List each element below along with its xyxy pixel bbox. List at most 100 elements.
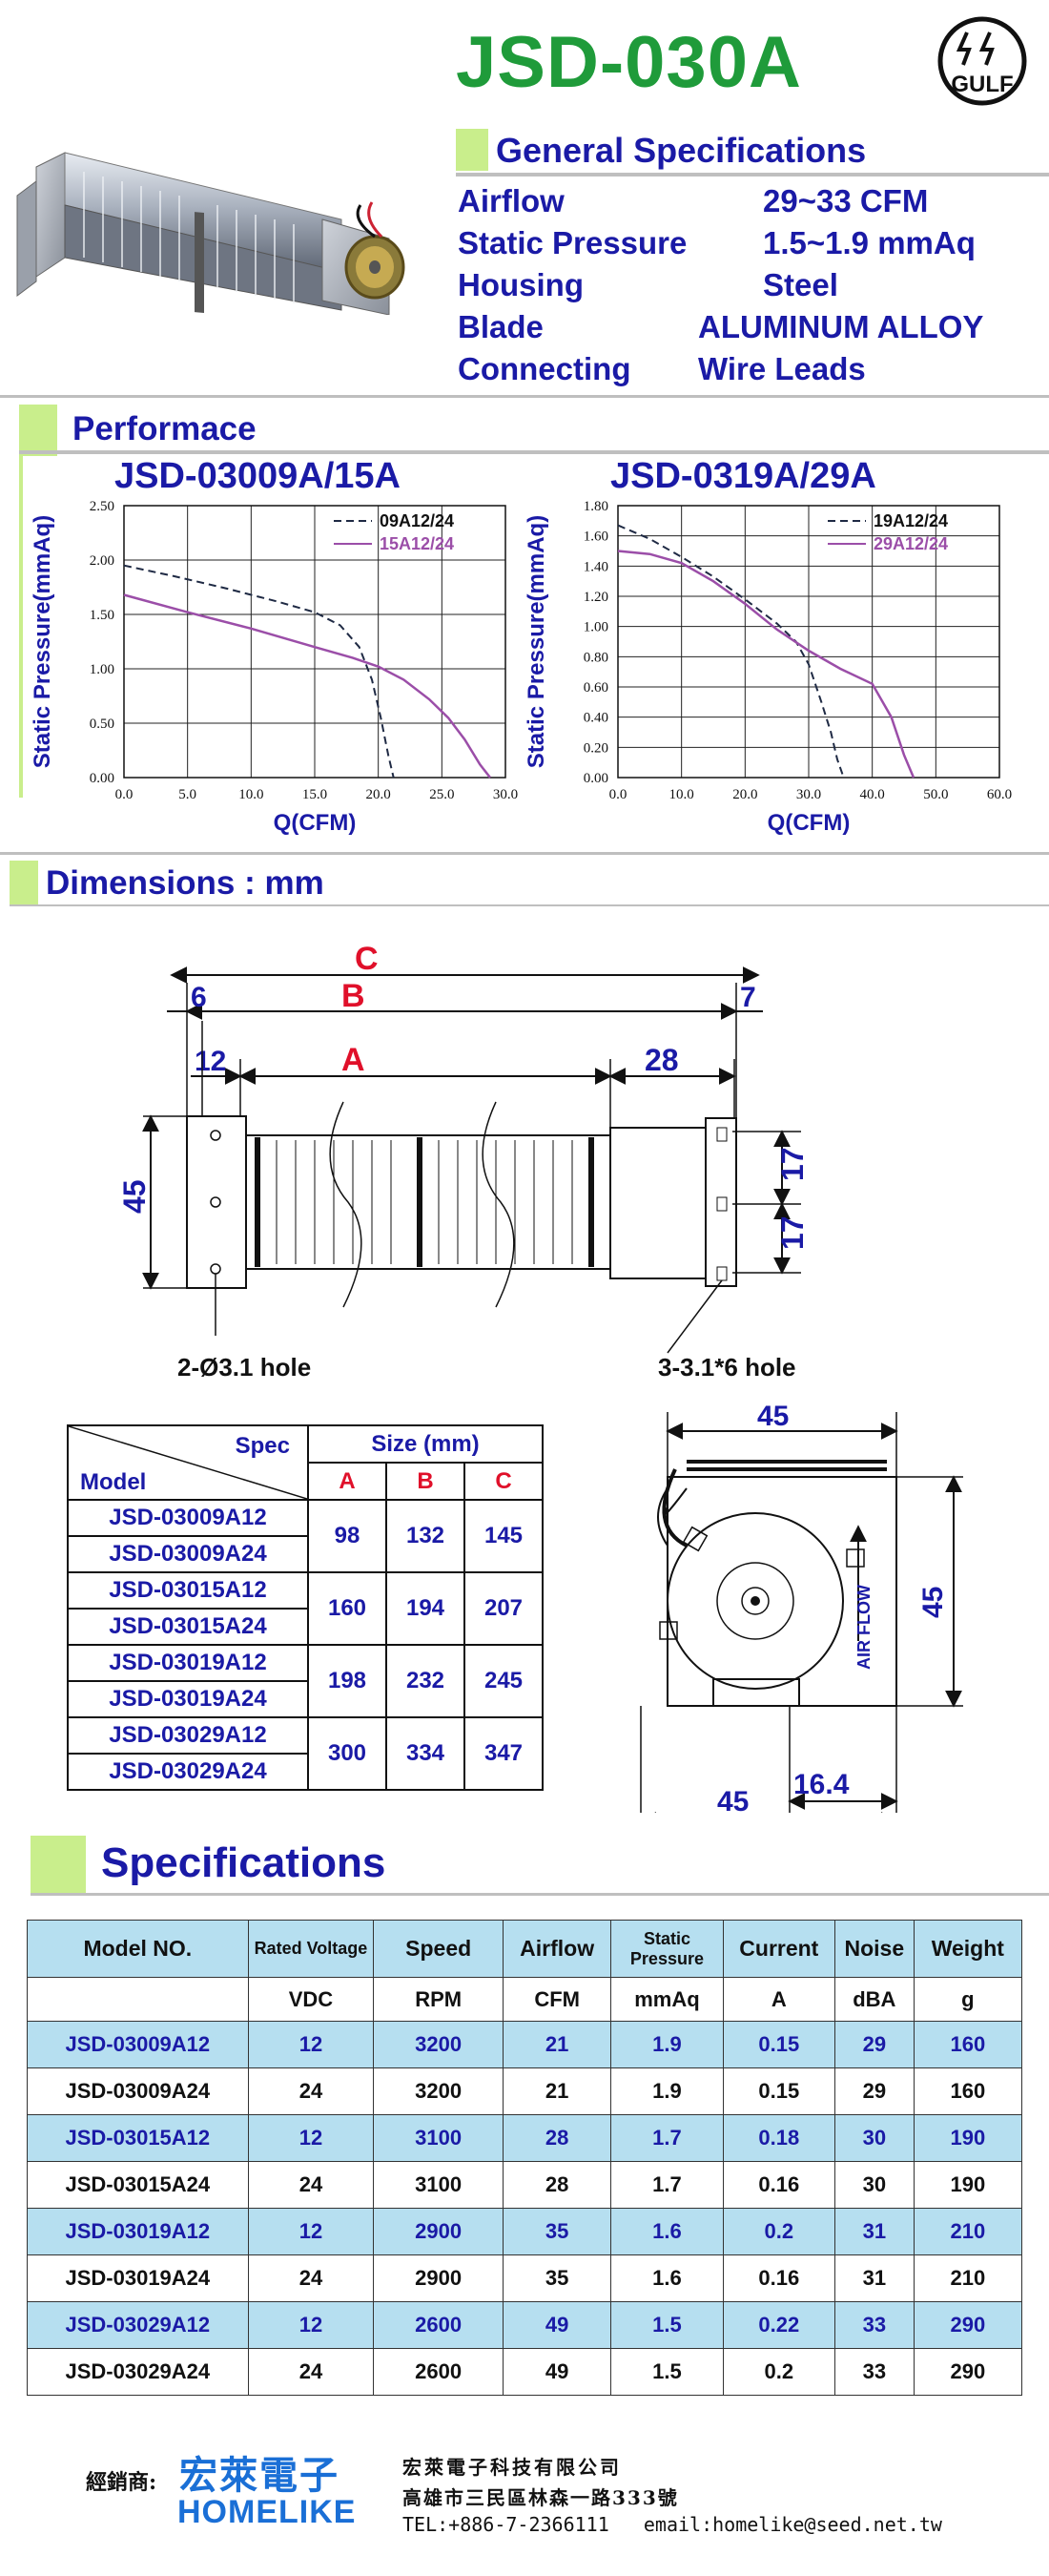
dim-label-c: C <box>355 941 379 977</box>
size-value: 194 <box>385 1571 465 1646</box>
size-col-c: C <box>463 1462 544 1501</box>
spec-cell: 12 <box>247 2114 375 2162</box>
size-value: 98 <box>307 1499 387 1573</box>
size-col-b: B <box>385 1462 465 1501</box>
section-marker <box>456 129 488 171</box>
y-tick-label: 0.20 <box>584 740 608 756</box>
section-divider <box>31 1893 1049 1896</box>
dim-label-b: B <box>341 978 365 1014</box>
section-divider <box>456 173 1049 177</box>
spec-cell: 0.2 <box>722 2348 836 2396</box>
fan-product-image <box>8 114 427 316</box>
spec-cell: 35 <box>503 2254 612 2302</box>
series-line-1 <box>617 524 845 779</box>
y-axis-title: Static Pressure(mmAq) <box>524 515 549 768</box>
spec-header: Weight <box>913 1920 1023 1978</box>
spec-value-airflow: 29~33 CFM <box>763 183 929 218</box>
spec-value-static-pressure: 1.5~1.9 mmAq <box>763 225 976 260</box>
size-model: JSD-03009A12 <box>67 1499 309 1537</box>
product-title: JSD-030A <box>456 22 802 103</box>
y-tick-label: 2.50 <box>90 499 114 514</box>
dim-label-12: 12 <box>195 1046 226 1077</box>
y-tick-label: 1.40 <box>584 559 608 574</box>
legend-label: 09A12/24 <box>380 511 454 530</box>
spec-header: Model NO. <box>27 1920 249 1978</box>
spec-value-blade: ALUMINUM ALLOY <box>698 309 984 344</box>
spec-cell: 210 <box>913 2208 1023 2255</box>
airflow-label: AIR FLOW <box>854 1585 874 1670</box>
spec-unit: A <box>722 1977 836 2022</box>
spec-unit: RPM <box>373 1977 504 2022</box>
spec-cell: 29 <box>834 2021 915 2068</box>
size-table-model-label: Model <box>80 1469 146 1495</box>
x-tick-label: 30.0 <box>796 787 821 802</box>
size-table-size-header: Size (mm) <box>307 1424 544 1464</box>
spec-cell: 12 <box>247 2208 375 2255</box>
plot-frame <box>123 505 506 779</box>
brand-cn: 宏萊電子 <box>179 2454 339 2498</box>
legend-label: 19A12/24 <box>874 511 948 530</box>
dim-label-17-top: 17 <box>775 1147 810 1181</box>
spec-label-connecting: Connecting <box>458 351 631 386</box>
spec-label-static-pressure: Static Pressure <box>458 225 688 260</box>
spec-model: JSD-03019A24 <box>27 2254 249 2302</box>
y-tick-label: 0.00 <box>584 771 608 786</box>
section-divider <box>0 395 1049 398</box>
section-divider <box>0 852 1049 855</box>
spec-cell: 3200 <box>373 2067 504 2115</box>
company-address: 高雄市三民區林森一路333號 <box>402 2486 679 2509</box>
spec-unit <box>27 1977 249 2022</box>
spec-cell: 0.16 <box>722 2254 836 2302</box>
size-model: JSD-03015A12 <box>67 1571 309 1610</box>
spec-cell: 30 <box>834 2114 915 2162</box>
spec-cell: 160 <box>913 2021 1023 2068</box>
dim-label-45-side: 45 <box>117 1179 152 1214</box>
x-tick-label: 20.0 <box>732 787 757 802</box>
spec-cell: 3100 <box>373 2161 504 2209</box>
spec-cell: 24 <box>247 2348 375 2396</box>
x-axis-title: Q(CFM) <box>274 810 357 835</box>
spec-cell: 0.15 <box>722 2067 836 2115</box>
spec-header: Noise <box>834 1920 915 1978</box>
spec-cell: 210 <box>913 2254 1023 2302</box>
y-tick-label: 1.20 <box>584 590 608 605</box>
spec-cell: 2600 <box>373 2301 504 2349</box>
spec-cell: 49 <box>503 2348 612 2396</box>
section-marker <box>10 861 38 904</box>
spec-label-blade: Blade <box>458 309 544 344</box>
size-model: JSD-03029A24 <box>67 1753 309 1791</box>
spec-model: JSD-03029A12 <box>27 2301 249 2349</box>
y-tick-label: 0.60 <box>584 680 608 696</box>
spec-cell: 35 <box>503 2208 612 2255</box>
dim-label-7: 7 <box>740 982 756 1013</box>
size-value: 207 <box>463 1571 544 1646</box>
company-contact: TEL:+886-7-2366111 email:homelike@seed.n… <box>402 2513 942 2536</box>
spec-cell: 49 <box>503 2301 612 2349</box>
spec-cell: 28 <box>503 2161 612 2209</box>
section-marker <box>31 1836 86 1893</box>
spec-cell: 1.5 <box>610 2348 724 2396</box>
dim-label-28: 28 <box>645 1043 679 1077</box>
spec-header: Airflow <box>503 1920 612 1978</box>
x-tick-label: 20.0 <box>366 787 391 802</box>
size-col-a: A <box>307 1462 387 1501</box>
x-tick-label: 15.0 <box>302 787 327 802</box>
x-tick-label: 40.0 <box>860 787 885 802</box>
y-tick-label: 1.60 <box>584 530 608 545</box>
logo-text: GULF <box>951 72 1013 97</box>
side-dim-offset: 16.4 <box>793 1769 850 1800</box>
spec-cell: 190 <box>913 2161 1023 2209</box>
size-value: 160 <box>307 1571 387 1646</box>
spec-cell: 3100 <box>373 2114 504 2162</box>
spec-cell: 1.7 <box>610 2161 724 2209</box>
distributor-label: 經銷商: <box>86 2470 157 2495</box>
spec-header: Rated Voltage <box>247 1920 375 1978</box>
spec-cell: 290 <box>913 2301 1023 2349</box>
spec-cell: 29 <box>834 2067 915 2115</box>
plot-frame <box>617 505 1000 779</box>
spec-cell: 12 <box>247 2021 375 2068</box>
